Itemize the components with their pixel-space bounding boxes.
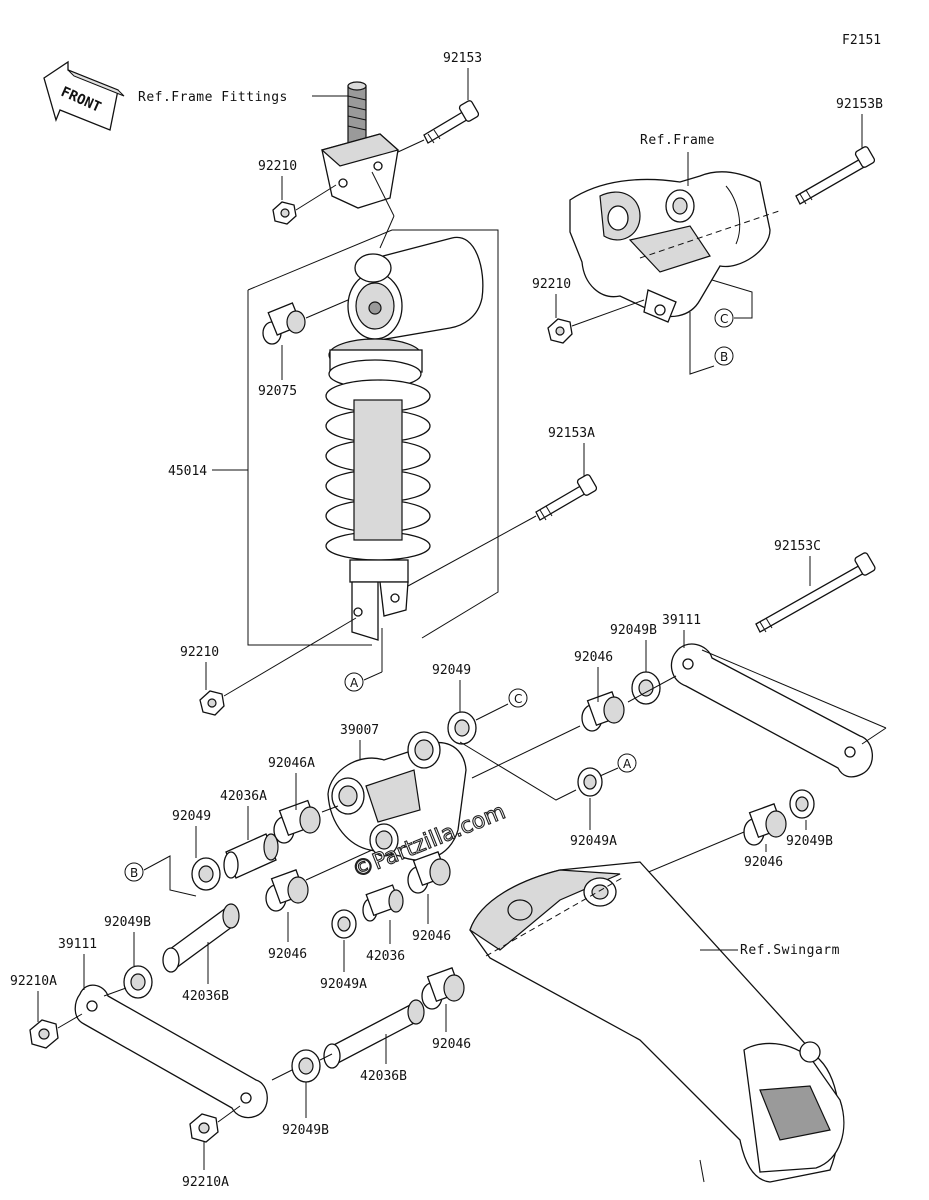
- label-39007: 39007: [340, 723, 379, 738]
- bolt-92153: [423, 100, 480, 144]
- label-92046-r2: 92046: [744, 855, 783, 870]
- rocker-arm-39007: [327, 731, 467, 861]
- label-39111-right: 39111: [662, 613, 701, 628]
- frame-fitting-bracket: [320, 81, 400, 209]
- shock-absorber-45014: [325, 236, 484, 641]
- label-92046-c1: 92046: [268, 947, 307, 962]
- label-92049a-right: 92049A: [570, 834, 617, 849]
- washer-92049b-left: [123, 965, 153, 999]
- washer-92049b-r2: [789, 789, 815, 819]
- marker-c-frame: C: [720, 312, 728, 326]
- nut-92210-top: [272, 201, 297, 225]
- bolt-92153b: [795, 146, 876, 205]
- bolt-92153c: [755, 552, 876, 633]
- tie-rod-39111-right: [670, 643, 873, 778]
- marker-b-link: B: [130, 866, 138, 880]
- label-92049-top: 92049: [432, 663, 471, 678]
- label-45014: 45014: [168, 464, 207, 479]
- washer-92049b-low: [291, 1049, 321, 1083]
- label-92210-top: 92210: [258, 159, 297, 174]
- nut-92210a-low: [189, 1113, 219, 1143]
- ref-swingarm-label: Ref.Swingarm: [740, 943, 840, 958]
- washer-92049a-c: [331, 909, 357, 939]
- label-92046-r1: 92046: [574, 650, 613, 665]
- bolt-92153a: [535, 474, 598, 521]
- label-92049a-c: 92049A: [320, 977, 367, 992]
- nut-92210-frame: [547, 318, 573, 344]
- label-92210-frame: 92210: [532, 277, 571, 292]
- figure-code: F2151: [842, 33, 881, 48]
- frame-section: [569, 171, 783, 323]
- label-92049b-left: 92049B: [104, 915, 151, 930]
- label-92046-c2: 92046: [412, 929, 451, 944]
- washer-92049b-r1: [631, 671, 661, 705]
- label-92075: 92075: [258, 384, 297, 399]
- label-92210a-low: 92210A: [182, 1175, 229, 1190]
- marker-a-shock: A: [350, 676, 359, 690]
- collar-42036b-low: [323, 999, 425, 1069]
- marker-c-link: C: [514, 692, 522, 706]
- washer-92049-left: [191, 857, 221, 891]
- label-92153a: 92153A: [548, 426, 595, 441]
- tie-rod-39111-left: [74, 984, 268, 1119]
- ref-frame-fittings-label: Ref.Frame Fittings: [138, 90, 288, 105]
- collar-42036a: [223, 833, 279, 879]
- label-92210-shock: 92210: [180, 645, 219, 660]
- label-92153: 92153: [443, 51, 482, 66]
- marker-a-link: A: [623, 757, 632, 771]
- label-92049b-r1: 92049B: [610, 623, 657, 638]
- label-92049b-low: 92049B: [282, 1123, 329, 1138]
- bearing-92046-r1: [581, 691, 625, 732]
- swingarm: [469, 861, 845, 1183]
- label-42036b-left: 42036B: [182, 989, 229, 1004]
- label-42036: 42036: [366, 949, 405, 964]
- washer-92049-top: [447, 711, 477, 745]
- bearing-92046-low: [421, 967, 465, 1010]
- label-42036a: 42036A: [220, 789, 267, 804]
- ref-frame-label: Ref.Frame: [640, 133, 715, 148]
- label-92046-low: 92046: [432, 1037, 471, 1052]
- label-92153b: 92153B: [836, 97, 883, 112]
- washer-92049a-right: [577, 767, 603, 797]
- collar-42036: [362, 884, 404, 922]
- nut-92210-shock: [199, 690, 225, 716]
- marker-b-frame: B: [720, 350, 728, 364]
- label-92049-left: 92049: [172, 809, 211, 824]
- collar-42036b-left: [162, 903, 240, 973]
- bearing-92046-r2: [743, 803, 787, 846]
- front-arrow-icon: FRONT: [43, 60, 125, 131]
- label-92153c: 92153C: [774, 539, 821, 554]
- label-92049b-r2: 92049B: [786, 834, 833, 849]
- nut-92210a-left: [29, 1019, 59, 1049]
- label-39111-left: 39111: [58, 937, 97, 952]
- bearing-92046a: [273, 799, 321, 844]
- label-92046a: 92046A: [268, 756, 315, 771]
- label-42036b-low: 42036B: [360, 1069, 407, 1084]
- collar-92075: [262, 302, 306, 345]
- bearing-92046-c1: [265, 869, 309, 912]
- bearing-92046-c2: [407, 851, 451, 894]
- label-92210a-left: 92210A: [10, 974, 57, 989]
